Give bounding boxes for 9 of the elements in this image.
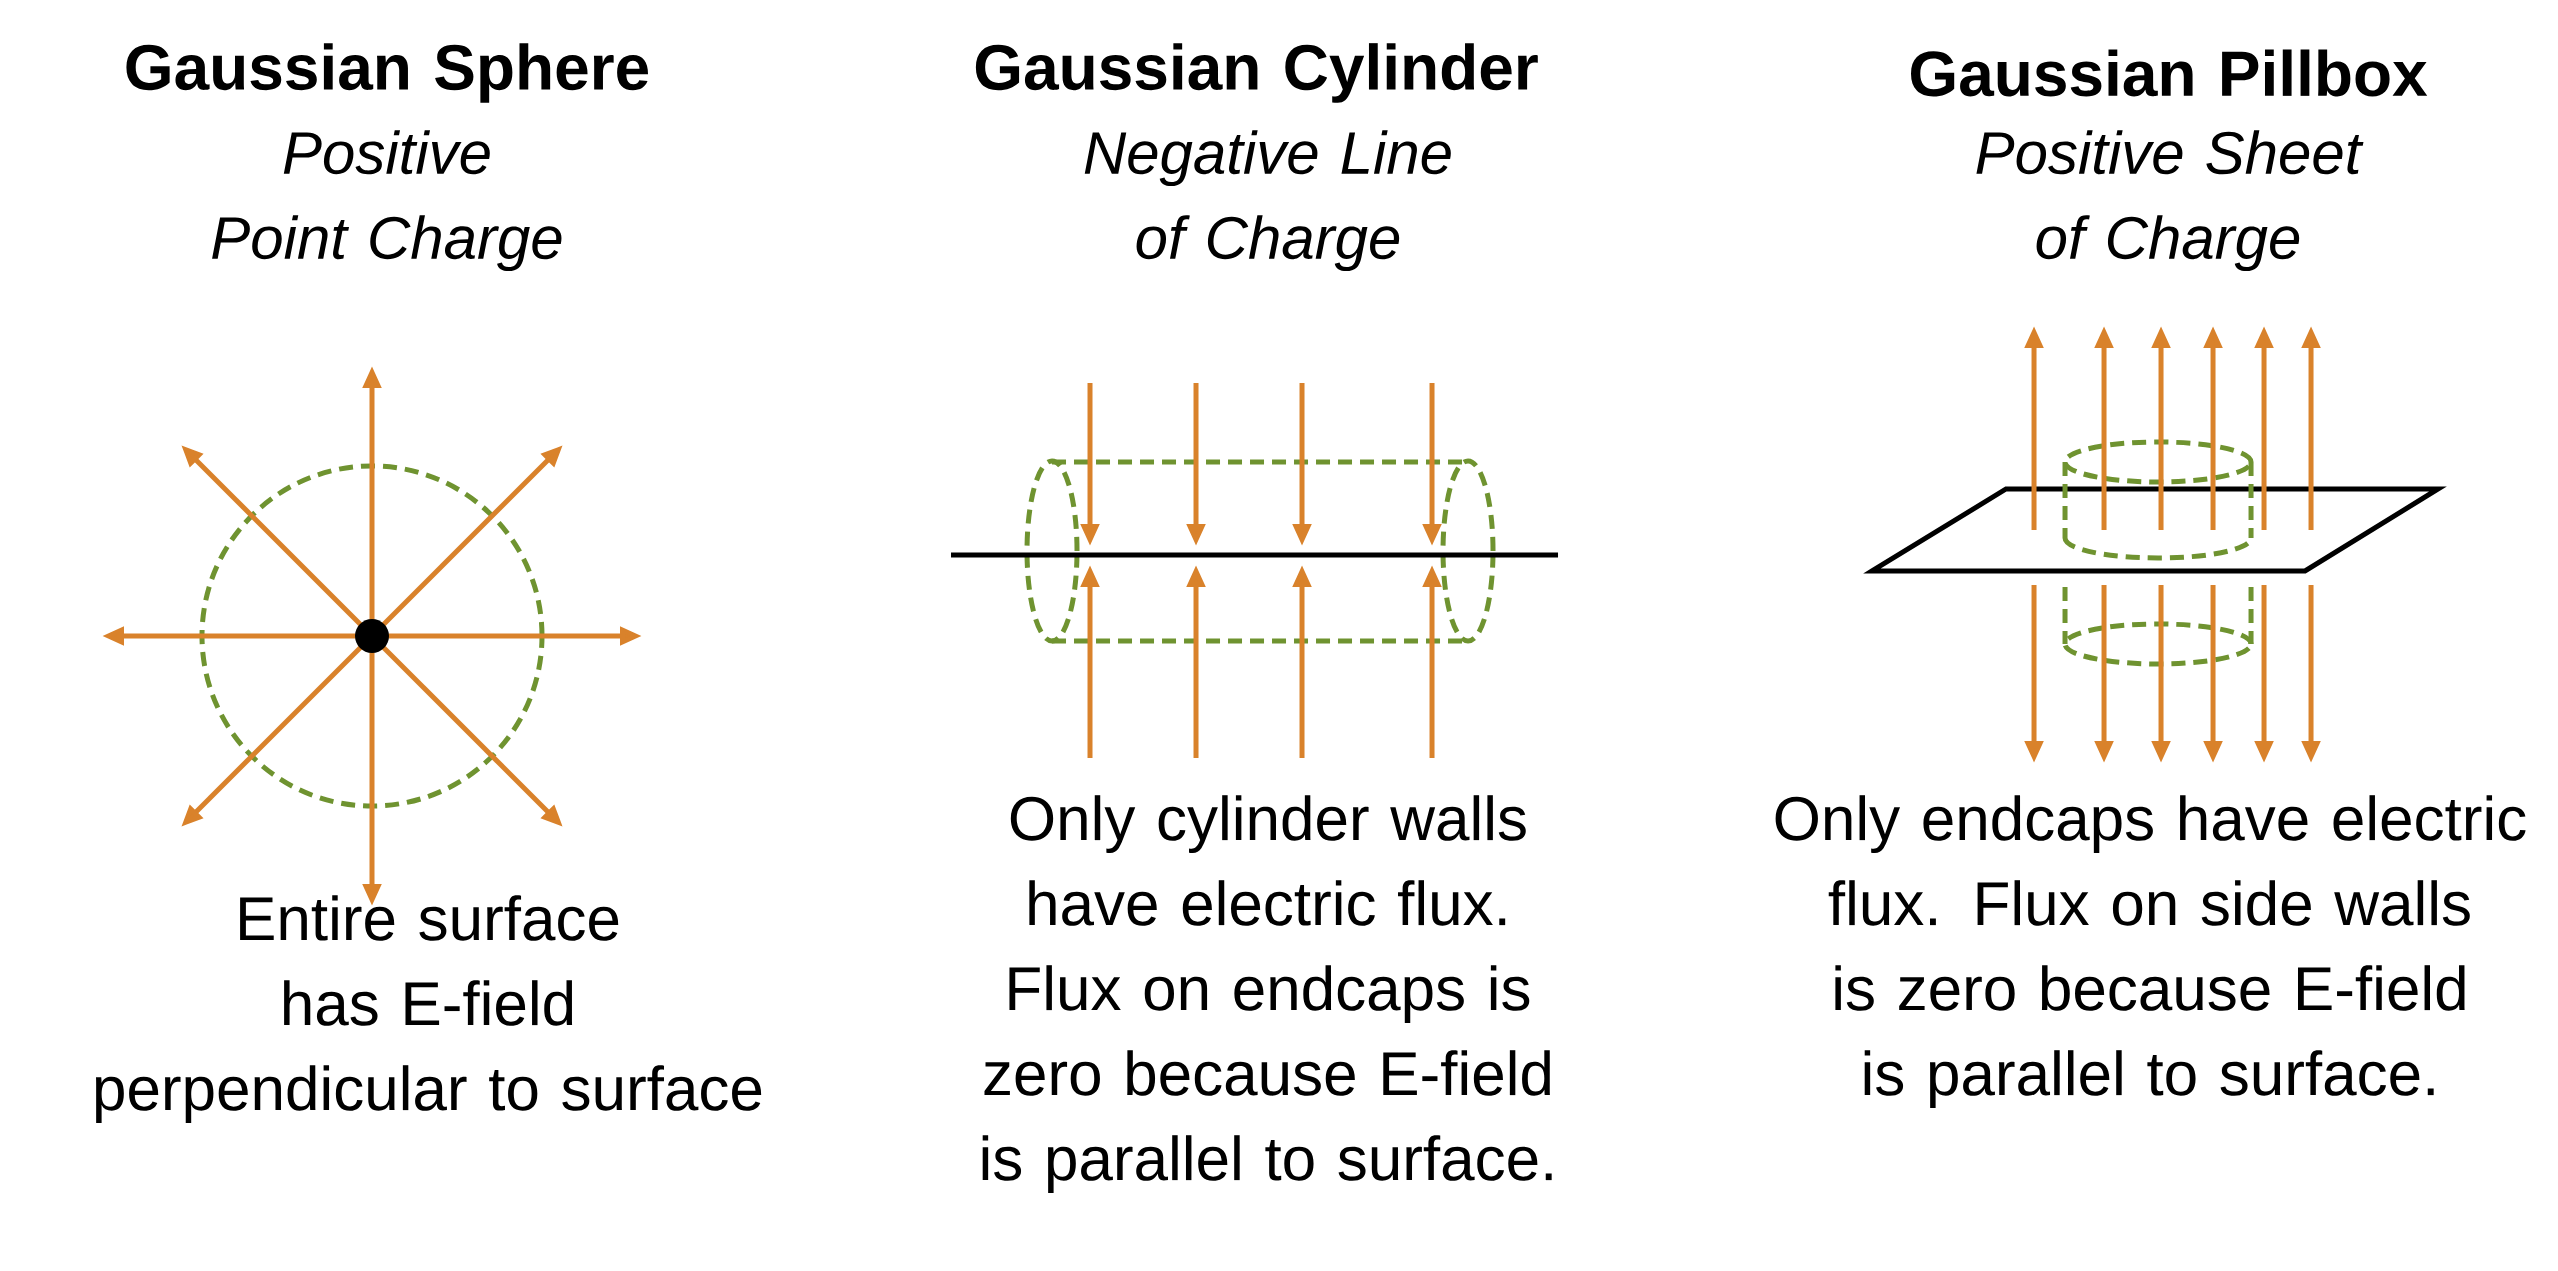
section-heading: Gaussian Sphere (126, 43, 648, 103)
explanation-text: Entire surface has E-field perpendicular to surface (96, 895, 762, 1123)
section-heading: Gaussian Pillbox (1911, 49, 2428, 97)
section-heading: Gaussian Cylinder (975, 43, 1538, 103)
charge-label: Positive Sheet of Charge (1976, 130, 2364, 272)
charge-label: Positive Point Charge (212, 130, 562, 272)
explanation-text: Only endcaps have electric flux. Flux on side walls is zero because E-field is parallel to surface. (1775, 795, 2526, 1108)
charge-label: Negative Line of Charge (1084, 130, 1451, 272)
explanation-text: Only cylinder walls have electric flux. Flux on endcaps is zero because E-field is parallel to surface. (982, 795, 1552, 1193)
